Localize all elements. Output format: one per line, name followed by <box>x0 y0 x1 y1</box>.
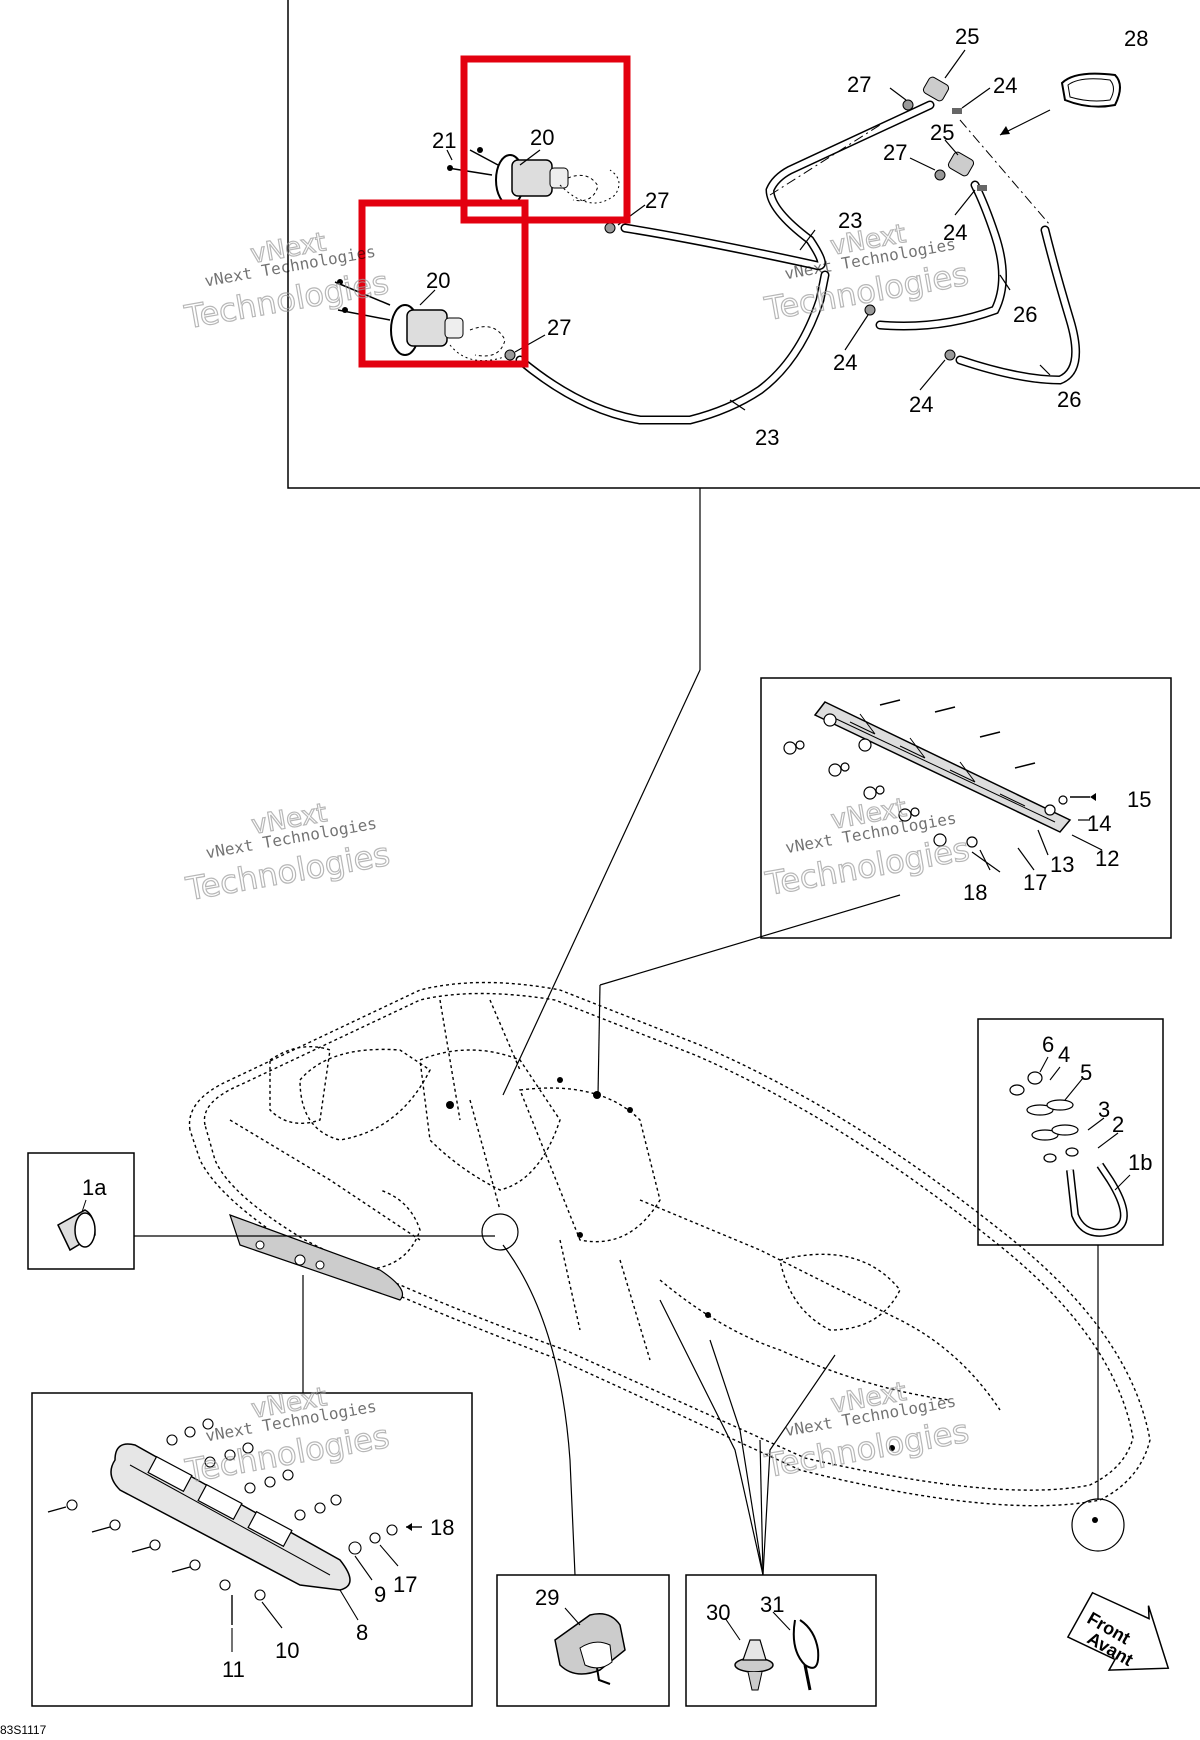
label-17: 17 <box>1023 870 1047 895</box>
label-5: 5 <box>1080 1060 1092 1085</box>
pump-upper <box>447 147 620 206</box>
label-20-lower: 20 <box>426 268 450 293</box>
watermark-bottom-left: vNext Technologies Technologies vNext <box>181 1382 392 1491</box>
label-23-b: 23 <box>755 425 779 450</box>
figure-code: 83S1117 <box>0 1723 47 1737</box>
watermark-mid-right: vNext Technologies Technologies vNext <box>762 792 973 903</box>
box-30-31: 30 31 <box>659 1299 877 1707</box>
label-24-b: 24 <box>943 220 967 245</box>
label-24-d: 24 <box>909 392 933 417</box>
watermark-mid-left: vNext Technologies Technologies vNext <box>182 798 393 909</box>
label-15: 15 <box>1127 787 1151 812</box>
label-ll-18: 18 <box>430 1515 454 1540</box>
label-14: 14 <box>1087 811 1111 836</box>
label-2: 2 <box>1112 1112 1124 1137</box>
highlight-box-upper-pump <box>460 55 631 224</box>
label-1b: 1b <box>1128 1150 1152 1175</box>
label-1a: 1a <box>82 1175 107 1200</box>
label-21: 21 <box>432 128 456 153</box>
watermark-top-right: vNext Technologies Technologies vNext <box>761 218 972 328</box>
label-29: 29 <box>535 1585 559 1610</box>
label-ll-11: 11 <box>222 1657 245 1682</box>
hull-outline <box>188 981 1151 1507</box>
rail-detail-panel: 15 14 13 12 17 18 <box>597 677 1172 1096</box>
label-27-d: 27 <box>883 140 907 165</box>
label-ll-17: 17 <box>393 1572 417 1597</box>
label-27-a: 27 <box>645 188 669 213</box>
label-24-c: 24 <box>833 350 857 375</box>
label-27-c: 27 <box>847 72 871 97</box>
label-6: 6 <box>1042 1032 1054 1057</box>
box-side-rail: 18 17 9 8 10 11 <box>31 1275 473 1707</box>
label-23-a: 23 <box>838 208 862 233</box>
label-4: 4 <box>1058 1042 1070 1067</box>
label-27-b: 27 <box>547 315 571 340</box>
label-24-a: 24 <box>993 73 1017 98</box>
label-ll-9: 9 <box>374 1582 386 1607</box>
label-ll-8: 8 <box>356 1620 368 1645</box>
label-26-a: 26 <box>1013 302 1037 327</box>
label-13: 13 <box>1050 852 1074 877</box>
label-31: 31 <box>760 1592 784 1617</box>
watermark-bottom-right: vNext Technologies Technologies vNext <box>761 1376 972 1485</box>
label-3: 3 <box>1098 1097 1110 1122</box>
top-detail-panel: 20 20 21 27 27 27 27 25 25 24 24 24 24 2… <box>287 0 1200 1096</box>
label-18: 18 <box>963 880 987 905</box>
label-28: 28 <box>1124 26 1148 51</box>
label-25-b: 25 <box>930 120 954 145</box>
label-26-b: 26 <box>1057 387 1081 412</box>
front-direction-arrow: Front Avant <box>1066 1591 1170 1671</box>
label-25-a: 25 <box>955 24 979 49</box>
label-12: 12 <box>1095 846 1119 871</box>
box-1a: 1a <box>27 1152 495 1270</box>
box-lifting-eye: 6 4 5 3 2 1b <box>977 1018 1164 1500</box>
box-29: 29 <box>496 1244 670 1707</box>
label-30: 30 <box>706 1600 730 1625</box>
label-20-upper: 20 <box>530 125 554 150</box>
label-ll-10: 10 <box>275 1638 299 1663</box>
highlight-box-lower-pump <box>358 199 529 368</box>
